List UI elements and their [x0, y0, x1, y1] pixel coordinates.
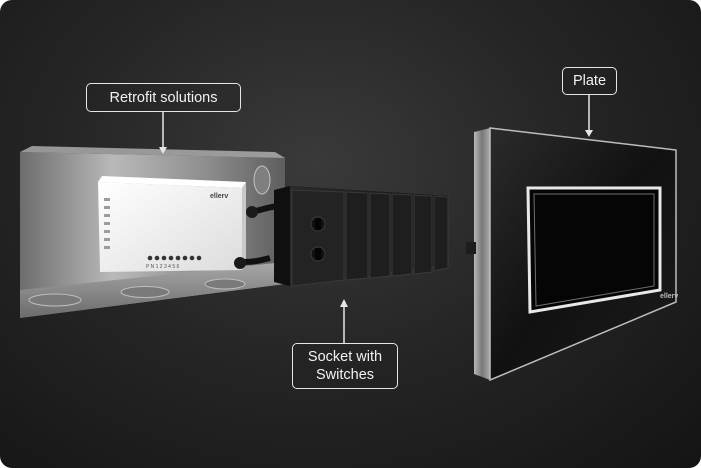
callout-arrows [159, 95, 593, 343]
socket-arrow-head [340, 299, 348, 307]
plate-arrow-head [585, 130, 593, 137]
retrofit-module: P N 1 2 3 4 5 6 ellerv [98, 176, 246, 272]
socket-with-switches-label: Socket with Switches [292, 343, 398, 389]
socket-label-line2: Switches [315, 367, 375, 383]
retrofit-solutions-label: Retrofit solutions [86, 83, 241, 112]
retrofit-arrow-head [159, 147, 167, 154]
plate-brand-logo: ellerv [660, 293, 678, 300]
plate-label: Plate [562, 67, 617, 95]
socket-switch-assembly [274, 186, 449, 287]
module-brand-logo: ellerv [210, 193, 228, 200]
switch-plate: ellerv [466, 127, 678, 382]
module-terminal-labels: P N 1 2 3 4 5 6 [146, 264, 179, 270]
socket-label-line1: Socket with [307, 349, 383, 365]
